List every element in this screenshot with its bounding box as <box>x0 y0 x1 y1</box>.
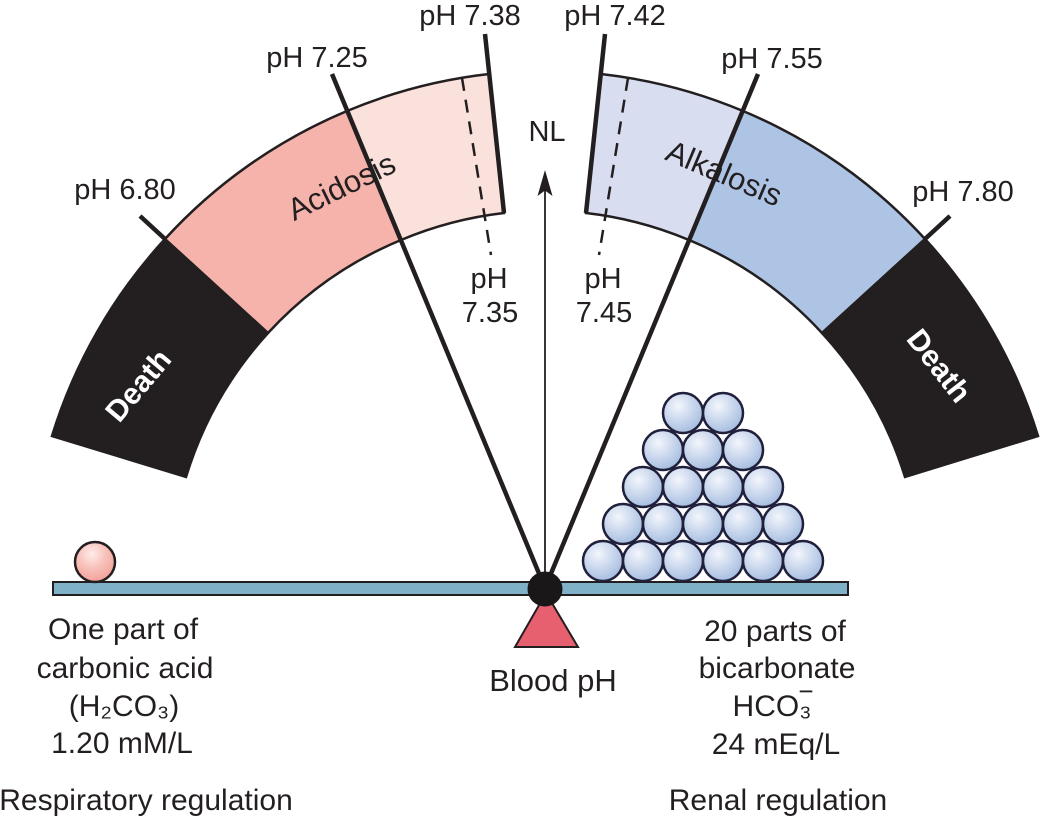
ph-780-label: pH 7.80 <box>912 176 1014 208</box>
bicarbonate-ball <box>621 539 665 583</box>
left-caption-formula: (H₂CO₃) <box>69 690 180 723</box>
bicarbonate-ball <box>661 539 705 583</box>
bicarbonate-ball <box>701 465 745 509</box>
respiratory-regulation-label: Respiratory regulation <box>0 784 293 817</box>
bicarbonate-ball <box>781 539 825 583</box>
renal-regulation-label: Renal regulation <box>669 784 887 817</box>
bicarbonate-ball <box>761 502 805 546</box>
bicarbonate-ball <box>741 465 785 509</box>
left-caption-line-2: carbonic acid <box>37 652 214 685</box>
bicarbonate-ball <box>641 428 685 472</box>
left-caption-concentration: 1.20 mM/L <box>51 727 193 760</box>
right-caption-line-2: bicarbonate <box>699 652 856 685</box>
nl-arrow <box>537 170 553 583</box>
nl-arrowhead-icon <box>537 170 553 196</box>
carbonic-acid-ball <box>73 540 117 584</box>
bicarbonate-ball <box>601 502 645 546</box>
ph-755-label: pH 7.55 <box>721 43 823 75</box>
ph-680-tick <box>138 214 167 241</box>
ph-725-line <box>329 73 548 589</box>
nl-label: NL <box>528 116 565 148</box>
bicarbonate-ball <box>661 391 705 435</box>
ph-735-dashed-line <box>460 77 493 256</box>
ph-780-tick <box>923 214 952 241</box>
ph-742-line <box>583 33 608 214</box>
bicarbonate-ball <box>681 428 725 472</box>
bicarbonate-ball <box>681 502 725 546</box>
ph-735-label-line2: 7.35 <box>462 297 518 329</box>
ph-755-line <box>542 73 761 589</box>
ph-745-label-line2: 7.45 <box>576 297 632 329</box>
ph-725-label: pH 7.25 <box>266 42 368 74</box>
bicarbonate-balls <box>581 391 825 583</box>
bicarbonate-ball <box>581 539 625 583</box>
right-caption-concentration: 24 mEq/L <box>712 728 840 761</box>
ph-735-label-line1: pH <box>470 263 507 295</box>
left-caption-line-1: One part of <box>48 613 199 646</box>
ph-742-label: pH 7.42 <box>564 0 666 32</box>
bicarbonate-ball <box>721 428 765 472</box>
blood-ph-label: Blood pH <box>489 663 617 698</box>
right-caption-formula-minus: − <box>798 676 813 706</box>
ph-745-label-line1: pH <box>584 263 621 295</box>
bicarbonate-ball <box>621 465 665 509</box>
bicarbonate-ball <box>641 502 685 546</box>
right-caption-line-1: 20 parts of <box>704 615 846 648</box>
bicarbonate-ball <box>701 539 745 583</box>
ph-680-label: pH 6.80 <box>74 174 176 206</box>
pivot-dot <box>527 571 563 607</box>
ph-745-dashed-line <box>597 77 630 256</box>
balance-scale: Blood pH <box>52 391 849 698</box>
bicarbonate-caption: 20 parts of bicarbonate HCO₃ − 24 mEq/L … <box>669 615 887 817</box>
ph-738-line <box>482 33 507 214</box>
balance-beam <box>52 581 849 596</box>
ph-gauge-arc: pH 6.80 pH 7.25 pH 7.38 pH 7.42 pH 7.55 … <box>50 0 1040 589</box>
carbonic-acid-caption: One part of carbonic acid (H₂CO₃) 1.20 m… <box>0 613 293 817</box>
ph-738-label: pH 7.38 <box>419 0 521 32</box>
bicarbonate-ball <box>661 465 705 509</box>
right-caption-formula: HCO₃ <box>733 690 812 723</box>
fulcrum-triangle <box>513 591 580 648</box>
bicarbonate-ball <box>741 539 785 583</box>
death-segment-right <box>820 237 1040 479</box>
bicarbonate-ball <box>701 391 745 435</box>
bicarbonate-ball <box>721 502 765 546</box>
